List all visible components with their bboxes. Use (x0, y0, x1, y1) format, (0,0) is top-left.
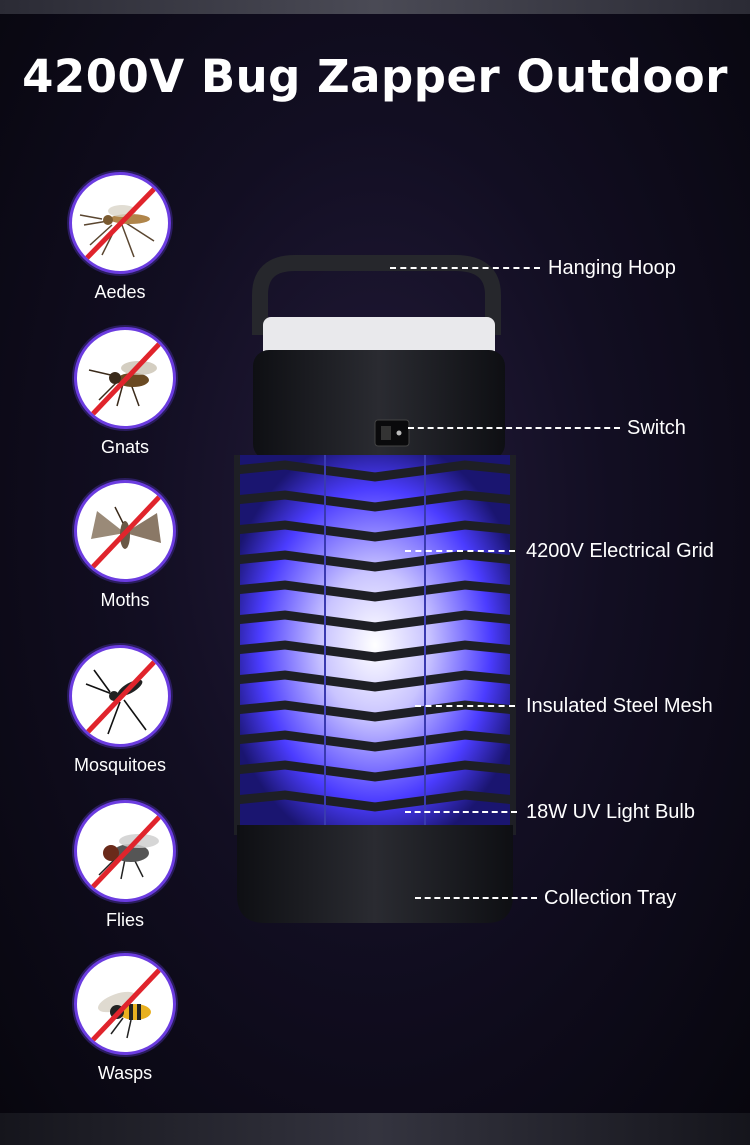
gnat-icon (74, 327, 176, 429)
moth-icon (74, 480, 176, 582)
callout-label: 18W UV Light Bulb (526, 801, 695, 823)
bug-zapper-product-image (234, 255, 516, 923)
pest-label: Flies (105, 910, 144, 930)
callout-leader-line (390, 267, 540, 269)
page-title: 4200V Bug Zapper Outdoor (22, 50, 728, 103)
pest-item-moths: Moths (55, 480, 195, 611)
pest-item-flies: Flies (55, 800, 195, 931)
pest-item-wasps: Wasps (55, 953, 195, 1084)
callout-leader-line (405, 811, 517, 813)
callout-label: Collection Tray (544, 887, 677, 909)
callout-leader-line (405, 550, 515, 552)
wasp-icon (74, 953, 176, 1055)
bottom-border-strip (0, 1113, 750, 1145)
top-border-strip (0, 0, 750, 14)
pest-label: Aedes (94, 282, 146, 302)
callout-leader-line (415, 897, 537, 899)
pest-label: Wasps (97, 1063, 153, 1083)
callout-leader-line (415, 705, 515, 707)
pest-label: Gnats (100, 437, 150, 457)
callout-label: Hanging Hoop (548, 257, 676, 279)
fly-icon (74, 800, 176, 902)
callout-leader-line (408, 427, 620, 429)
pest-item-mosquitoes: Mosquitoes (50, 645, 190, 776)
pest-item-gnats: Gnats (55, 327, 195, 458)
callout-label: Switch (627, 417, 686, 439)
pest-label: Moths (100, 590, 150, 610)
pest-label: Mosquitoes (73, 755, 167, 775)
aedes-mosquito-icon (69, 172, 171, 274)
mosquito-icon (69, 645, 171, 747)
callout-label: Insulated Steel Mesh (526, 695, 713, 717)
pest-item-aedes: Aedes (50, 172, 190, 303)
callout-label: 4200V Electrical Grid (526, 540, 714, 562)
